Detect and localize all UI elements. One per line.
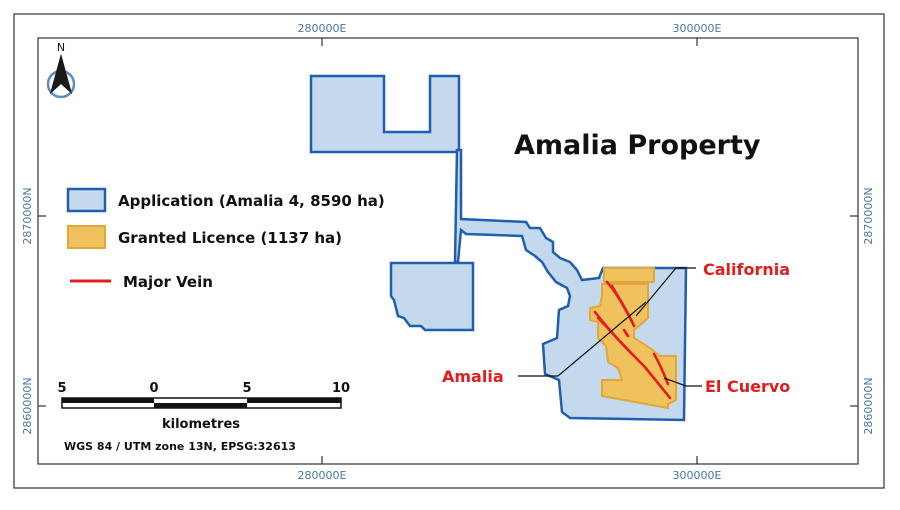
scale-tick-0: 0: [149, 381, 158, 396]
legend-swatch-application: [66, 187, 107, 213]
grid-label-left-2: 2860000N: [21, 377, 34, 434]
callout-amalia: Amalia: [442, 367, 504, 386]
map-title: Amalia Property: [514, 130, 761, 161]
major-veins: [593, 280, 672, 400]
callout-leaders: [518, 267, 702, 387]
legend-label-application: Application (Amalia 4, 8590 ha): [118, 192, 385, 210]
leader-amalia: [518, 301, 647, 377]
vein-california-2: [610, 284, 636, 328]
leader-elcuervo: [663, 377, 702, 387]
application-polygon-west: [389, 261, 475, 332]
crs-label: WGS 84 / UTM zone 13N, EPSG:32613: [64, 440, 296, 453]
scale-tick-5: 5: [242, 381, 251, 396]
grid-labels: 280000E 300000E 280000E 300000E 2870000N…: [21, 22, 875, 482]
callout-el-cuervo: El Cuervo: [705, 377, 790, 396]
callout-california: California: [703, 260, 790, 279]
legend-swatch-licence: [67, 225, 106, 249]
legend: Application (Amalia 4, 8590 ha) Granted …: [66, 187, 385, 291]
north-label: N: [57, 41, 65, 54]
grid-label-right-2: 2860000N: [862, 377, 875, 434]
north-arrow-icon: N: [46, 41, 76, 99]
vein-short: [622, 328, 630, 338]
grid-label-top-2: 300000E: [673, 22, 722, 35]
scale-unit: kilometres: [162, 417, 240, 432]
scale-tick-10: 10: [332, 381, 350, 396]
legend-label-vein: Major Vein: [123, 273, 213, 291]
grid-label-bottom-1: 280000E: [298, 469, 347, 482]
grid-label-top-1: 280000E: [298, 22, 347, 35]
grid-label-right-1: 2870000N: [862, 187, 875, 244]
scale-tick-5-left: 5: [57, 381, 66, 396]
application-polygon-north: [309, 74, 461, 154]
grid-ticks: [38, 38, 858, 464]
vein-amalia: [596, 316, 634, 356]
licence-block-1: [603, 267, 655, 283]
scale-bar: 5 0 5 10 kilometres: [57, 381, 350, 432]
callout-labels: California Amalia El Cuervo: [442, 260, 790, 396]
grid-label-left-1: 2870000N: [21, 187, 34, 244]
grid-label-bottom-2: 300000E: [673, 469, 722, 482]
legend-label-licence: Granted Licence (1137 ha): [118, 229, 342, 247]
leader-california: [635, 267, 696, 317]
vein-elcuervo: [652, 352, 670, 386]
